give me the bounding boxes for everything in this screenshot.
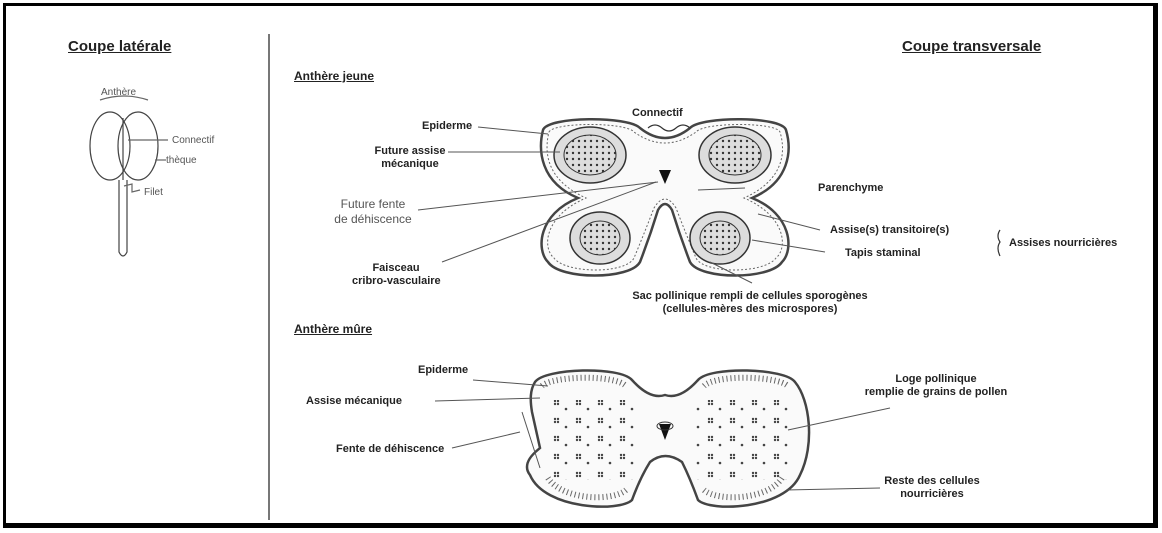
label-connective-lateral: Connectif	[172, 134, 214, 147]
label-mechanical-layer: Assise mécanique	[306, 395, 402, 408]
label-nutritive-layers: Assises nourricières	[1009, 237, 1117, 250]
mature-anther-title: Anthère mûre	[294, 323, 372, 336]
label-anther: Anthère	[101, 86, 136, 99]
transverse-section-title: Coupe transversale	[902, 40, 1041, 53]
label-transitory-layers: Assise(s) transitoire(s)	[830, 224, 949, 237]
label-filament: Filet	[144, 186, 163, 199]
nutritive-bracket	[998, 230, 1000, 256]
label-epidermis-mature: Epiderme	[418, 364, 468, 377]
label-tapetum: Tapis staminal	[845, 247, 921, 260]
label-connective-young: Connectif	[632, 107, 683, 120]
label-pollen-sac: Sac pollinique rempli de cellules sporog…	[590, 290, 910, 316]
lateral-section-title: Coupe latérale	[68, 40, 171, 53]
young-anther-title: Anthère jeune	[294, 70, 374, 83]
young-anther-drawing	[541, 119, 789, 275]
label-parenchyma: Parenchyme	[818, 182, 883, 195]
lateral-anther-drawing	[90, 96, 168, 256]
label-dehiscence-slit: Fente de déhiscence	[336, 443, 444, 456]
label-epidermis-young: Epiderme	[422, 120, 472, 133]
mature-anther-drawing	[527, 370, 809, 506]
label-theca: thèque	[166, 154, 197, 167]
